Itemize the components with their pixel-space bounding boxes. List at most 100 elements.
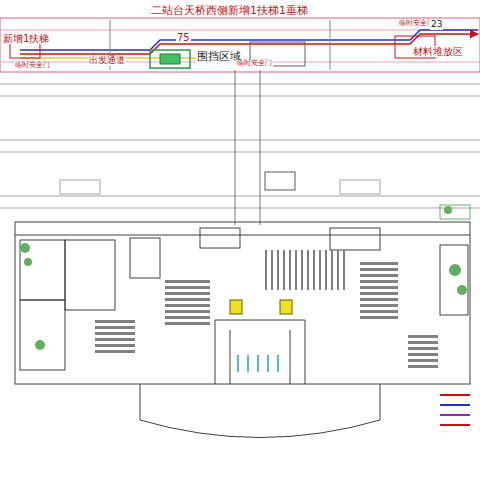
plan-stroke: [165, 286, 210, 289]
plan-stroke: [267, 355, 269, 372]
plan-stroke: [215, 320, 305, 384]
plan-stroke: [0, 70, 480, 225]
plan-stroke: [257, 355, 259, 372]
plan-stroke: [0, 84, 480, 85]
plan-stroke: [277, 355, 279, 372]
plan-stroke: [360, 304, 398, 307]
plan-stroke: [408, 341, 438, 344]
plan-label: 23: [430, 20, 443, 30]
plan-stroke: [235, 70, 236, 225]
plan-stroke: [20, 206, 467, 350]
plan-stroke: [95, 326, 135, 329]
plan-stroke: [408, 353, 438, 356]
plan-stroke: [95, 338, 135, 341]
plan-label: 75: [176, 32, 191, 43]
plan-stroke: [290, 330, 291, 384]
plan-stroke: [307, 250, 309, 290]
plan-stroke: [330, 20, 331, 70]
plan-stroke: [165, 298, 210, 301]
plan-stroke: [20, 30, 478, 50]
plan-stroke: [35, 340, 45, 350]
plan-stroke: [265, 172, 295, 190]
plan-stroke: [130, 238, 160, 278]
plan-stroke: [265, 250, 267, 290]
plan-stroke: [0, 18, 480, 72]
plan-stroke: [60, 180, 100, 194]
plan-stroke: [165, 322, 210, 325]
plan-stroke: [343, 250, 345, 290]
plan-stroke: [15, 222, 470, 438]
plan-stroke: [408, 365, 438, 368]
plan-stroke: [95, 320, 135, 323]
plan-stroke: [360, 268, 398, 271]
plan-stroke: [0, 140, 480, 141]
plan-stroke: [271, 250, 273, 290]
plan-stroke: [325, 250, 327, 290]
plan-stroke: [95, 350, 135, 353]
plan-stroke: [330, 228, 380, 250]
plan-stroke: [140, 384, 380, 438]
plan-label: 出发通道: [88, 56, 126, 66]
plan-stroke: [24, 258, 32, 266]
plan-stroke: [0, 152, 480, 153]
plan-stroke: [247, 355, 249, 372]
plan-stroke: [360, 286, 398, 289]
plan-stroke: [0, 18, 480, 72]
plan-title: 二站台天桥西侧新增1扶梯1垂梯: [150, 5, 309, 17]
plan-stroke: [20, 243, 30, 253]
plan-stroke: [95, 250, 438, 368]
plan-stroke: [444, 206, 452, 214]
plan-stroke: [360, 316, 398, 319]
plan-stroke: [440, 395, 470, 425]
plan-stroke: [230, 300, 242, 314]
plan-stroke: [165, 310, 210, 313]
plan-stroke: [295, 250, 297, 290]
plan-stroke: [20, 240, 65, 300]
plan-stroke: [360, 298, 398, 301]
plan-label: 临时安全门: [236, 60, 273, 68]
plan-stroke: [337, 250, 339, 290]
plan-stroke: [0, 208, 480, 209]
plan-stroke: [20, 300, 65, 370]
plan-stroke: [238, 355, 278, 372]
plan-stroke: [408, 359, 438, 362]
plan-stroke: [440, 424, 470, 426]
plan-stroke: [15, 222, 470, 384]
plan-stroke: [165, 316, 210, 319]
plan-stroke: [200, 228, 240, 248]
plan-stroke: [280, 300, 292, 314]
plan-stroke: [440, 245, 468, 315]
plan-stroke: [449, 264, 461, 276]
plan-label: 临时安全门: [14, 62, 51, 70]
plan-stroke: [0, 30, 480, 31]
plan-stroke: [331, 250, 333, 290]
plan-stroke: [440, 205, 470, 219]
plan-stroke: [237, 355, 239, 372]
plan-stroke: [0, 96, 480, 97]
plan-stroke: [65, 240, 115, 310]
plan-stroke: [277, 250, 279, 290]
plan-stroke: [165, 280, 210, 283]
plan-stroke: [301, 250, 303, 290]
plan-stroke: [230, 330, 231, 384]
plan-stroke: [313, 250, 315, 290]
plan-stroke: [20, 34, 478, 54]
plan-stroke: [289, 250, 291, 290]
plan-stroke: [457, 285, 467, 295]
plan-label: 新增1扶梯: [2, 33, 50, 44]
plan-stroke: [150, 50, 190, 68]
plan-stroke: [360, 274, 398, 277]
plan-stroke: [360, 280, 398, 283]
plan-stroke: [440, 414, 470, 416]
plan-stroke: [15, 235, 470, 236]
plan-stroke: [360, 310, 398, 313]
plan-stroke: [0, 196, 480, 197]
plan-stroke: [319, 250, 321, 290]
plan-stroke: [360, 292, 398, 295]
plan-stroke: [95, 332, 135, 335]
plan-stroke: [440, 404, 470, 406]
plan-stroke: [260, 70, 261, 225]
plan-label: 材料堆放区: [412, 46, 464, 57]
plan-stroke: [283, 250, 285, 290]
